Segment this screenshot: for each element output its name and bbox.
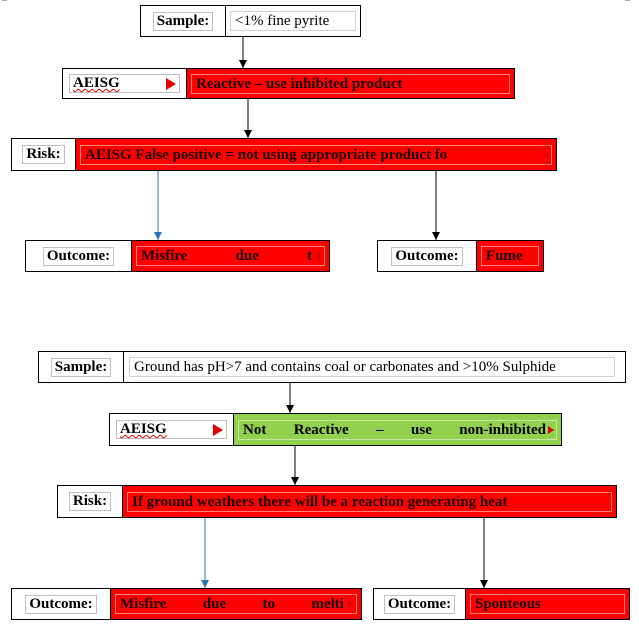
- flow2-aeisg-result-word: –: [376, 421, 384, 438]
- flow2-aeisg-result-word: Not: [243, 421, 267, 438]
- flow1-sample-label-cell: Sample:: [141, 6, 226, 36]
- flow2-outcome-left-text-cell: Misfire due to melti: [111, 589, 361, 619]
- arrowhead: [239, 60, 247, 68]
- arrowhead: [291, 477, 299, 485]
- flow2-risk-box: Risk: If ground weathers there will be a…: [57, 485, 617, 518]
- dropdown-arrow-icon[interactable]: [166, 78, 176, 90]
- flow2-outcome-left-word: melti: [311, 596, 344, 612]
- flow1-sample-value: <1% fine pyrite: [230, 11, 356, 31]
- flow2-outcome-right-text-cell: Sponteous: [466, 589, 629, 619]
- flow2-outcome-left-word: Misfire: [120, 596, 167, 612]
- flow1-aeisg-label-wrap: AEISG: [69, 74, 180, 93]
- flow1-risk-label: Risk:: [22, 145, 65, 164]
- flow1-aeisg-label: AEISG: [73, 75, 120, 91]
- overflow-arrow-icon: [548, 425, 554, 434]
- flow1-outcome-left-text: Misfire due t: [136, 246, 325, 266]
- flow2-risk-label: Risk:: [68, 492, 112, 511]
- flow1-outcome-left-text-cell: Misfire due t: [132, 241, 329, 271]
- arrowhead: [244, 130, 252, 138]
- page-corner-mark: [2, 0, 7, 6]
- flow1-outcome-right-text: Fume: [481, 246, 539, 266]
- arrowhead: [286, 405, 294, 413]
- flow1-outcome-right-text-cell: Fume: [477, 241, 543, 271]
- flow1-sample-value-cell: <1% fine pyrite: [226, 6, 360, 36]
- flow1-risk-text: AEISG False positive = not using appropr…: [85, 146, 448, 163]
- flow2-risk-text: If ground weathers there will be a react…: [127, 491, 612, 512]
- flow1-outcome-left-word: Misfire: [141, 248, 188, 264]
- flow2-aeisg-label-wrap: AEISG: [116, 420, 227, 439]
- flow2-sample-value: Ground has pH>7 and contains coal or car…: [129, 357, 615, 377]
- flow2-sample-label-cell: Sample:: [39, 352, 124, 382]
- flow1-outcome-left-word: due: [235, 248, 259, 264]
- flow2-aeisg-box: AEISG Not Reactive – use non-inhibited: [109, 413, 562, 446]
- flow1-outcome-left-box: Outcome: Misfire due t: [25, 240, 330, 272]
- flow2-sample-label: Sample:: [50, 357, 112, 377]
- flow2-outcome-left-word: to: [262, 596, 276, 612]
- flow2-risk-text-cell: If ground weathers there will be a react…: [123, 486, 616, 517]
- arrowhead: [154, 232, 162, 240]
- flow2-outcome-right-box: Outcome: Sponteous: [373, 588, 630, 620]
- overflow-arrow-icon: [543, 150, 549, 159]
- page-corner-mark: [625, 0, 630, 6]
- arrowhead: [201, 580, 209, 588]
- flow2-outcome-right-label: Outcome:: [383, 594, 456, 614]
- flow2-outcome-right-label-cell: Outcome:: [374, 589, 466, 619]
- flow2-aeisg-result: Not Reactive – use non-inhibited: [238, 419, 557, 440]
- flow2-aeisg-result-word: Reactive: [293, 421, 349, 438]
- flow2-aeisg-label-cell: AEISG: [110, 414, 234, 445]
- flow1-sample-box: Sample: <1% fine pyrite: [140, 5, 361, 37]
- flow2-aeisg-result-word: non-inhibited: [459, 421, 546, 438]
- flow1-outcome-left-label: Outcome:: [42, 246, 115, 266]
- overflow-arrow-icon: [316, 252, 322, 260]
- flow2-aeisg-result-cell: Not Reactive – use non-inhibited: [234, 414, 561, 445]
- arrowhead: [480, 580, 488, 588]
- dropdown-arrow-icon[interactable]: [213, 424, 223, 436]
- flow1-outcome-left-label-cell: Outcome:: [26, 241, 132, 271]
- flow1-outcome-right-box: Outcome: Fume: [377, 240, 544, 272]
- flow2-outcome-left-box: Outcome: Misfire due to melti: [11, 588, 362, 620]
- overflow-arrow-icon: [348, 600, 354, 608]
- flow1-aeisg-result: Reactive – use inhibited product: [191, 73, 510, 94]
- arrowhead: [432, 232, 440, 240]
- flow1-aeisg-label-cell: AEISG: [63, 69, 187, 98]
- flow1-outcome-left-word: t: [307, 248, 312, 264]
- flow1-risk-text-cell: AEISG False positive = not using appropr…: [76, 139, 556, 170]
- flow1-outcome-right-label-cell: Outcome:: [378, 241, 477, 271]
- flow1-aeisg-result-cell: Reactive – use inhibited product: [187, 69, 514, 98]
- flow1-sample-label: Sample:: [152, 11, 214, 31]
- flow2-outcome-right-text: Sponteous: [470, 594, 625, 614]
- flow2-aeisg-label: AEISG: [120, 421, 167, 437]
- flow2-risk-label-cell: Risk:: [58, 486, 123, 517]
- flow1-risk-text-wrap: AEISG False positive = not using appropr…: [80, 144, 552, 165]
- flow2-aeisg-result-word: use: [411, 421, 432, 438]
- flow2-outcome-left-word: due: [202, 596, 227, 612]
- flow2-outcome-left-label-cell: Outcome:: [12, 589, 111, 619]
- flow1-aeisg-box: AEISG Reactive – use inhibited product: [62, 68, 515, 99]
- flow2-sample-value-cell: Ground has pH>7 and contains coal or car…: [124, 352, 625, 382]
- flow1-risk-box: Risk: AEISG False positive = not using a…: [11, 138, 557, 171]
- flow1-risk-label-cell: Risk:: [12, 139, 76, 170]
- flow1-outcome-right-label: Outcome:: [391, 246, 463, 266]
- flow2-outcome-left-label: Outcome:: [25, 594, 97, 614]
- flow2-outcome-left-text: Misfire due to melti: [115, 594, 357, 614]
- flow2-sample-box: Sample: Ground has pH>7 and contains coa…: [38, 351, 626, 383]
